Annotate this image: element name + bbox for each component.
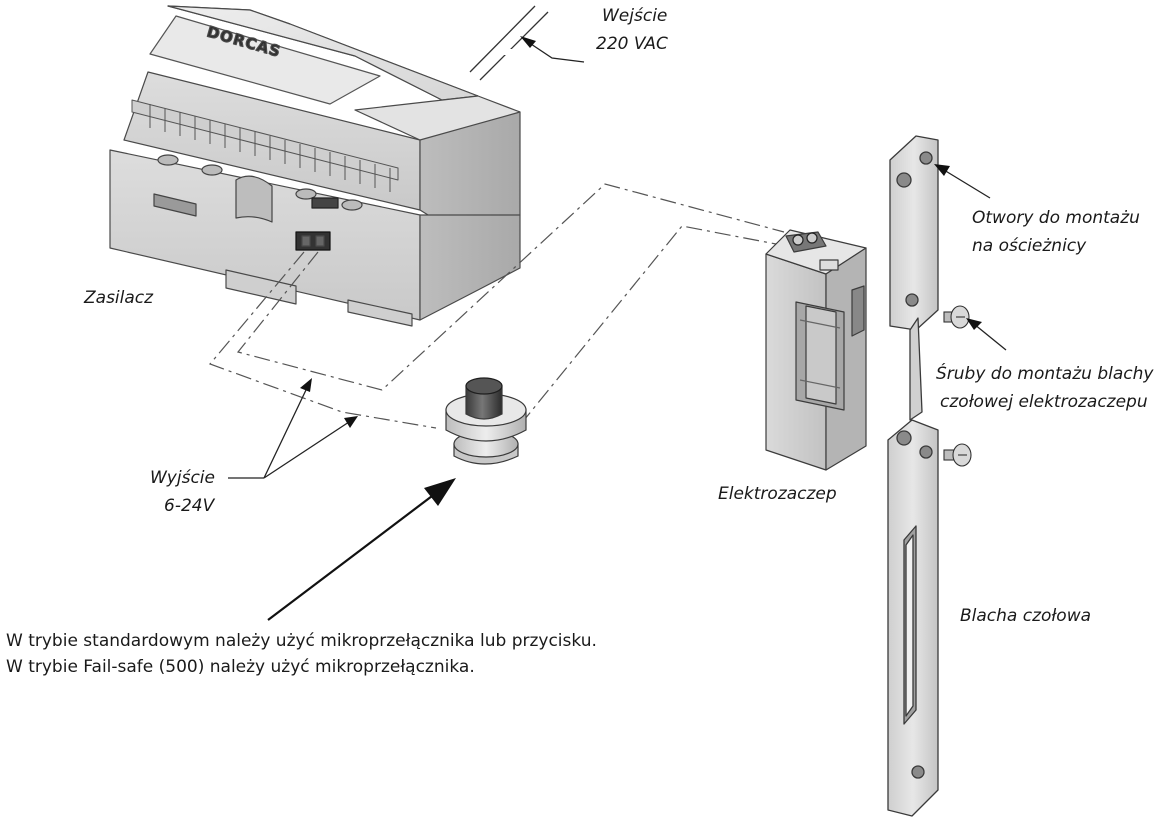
input-arrow (520, 36, 585, 63)
electric-strike (765, 229, 867, 471)
note-arrow (267, 478, 456, 621)
output-label-line1: Wyjście (150, 468, 215, 488)
screws-label-line1: Śruby do montażu blachy (936, 364, 1154, 384)
power-supply: DORCAS (109, 5, 521, 327)
holes-label-line1: Otwory do montażu (972, 208, 1140, 228)
note-line1: W trybie standardowym należy użyć mikrop… (6, 631, 597, 651)
output-arrows (228, 378, 358, 479)
push-button (445, 377, 527, 465)
holes-label-line2: na ościeżnicy (972, 236, 1087, 256)
screw-bottom (943, 443, 972, 467)
screws-arrow (966, 318, 1007, 351)
input-label-line1: Wejście (602, 6, 668, 26)
faceplate (887, 135, 939, 817)
note-line2: W trybie Fail-safe (500) należy użyć mik… (6, 657, 475, 677)
screws-label-line2: czołowej elektrozaczepu (940, 392, 1148, 412)
wiring-lines (208, 183, 785, 429)
electric-strike-label: Elektrozaczep (718, 484, 837, 504)
holes-arrow (934, 164, 991, 199)
screw-top (943, 305, 970, 329)
input-label-line2: 220 VAC (596, 34, 668, 54)
input-cable (469, 5, 549, 81)
faceplate-label: Blacha czołowa (960, 606, 1092, 626)
power-supply-label: Zasilacz (84, 288, 154, 308)
output-label-line2: 6-24V (164, 496, 215, 516)
